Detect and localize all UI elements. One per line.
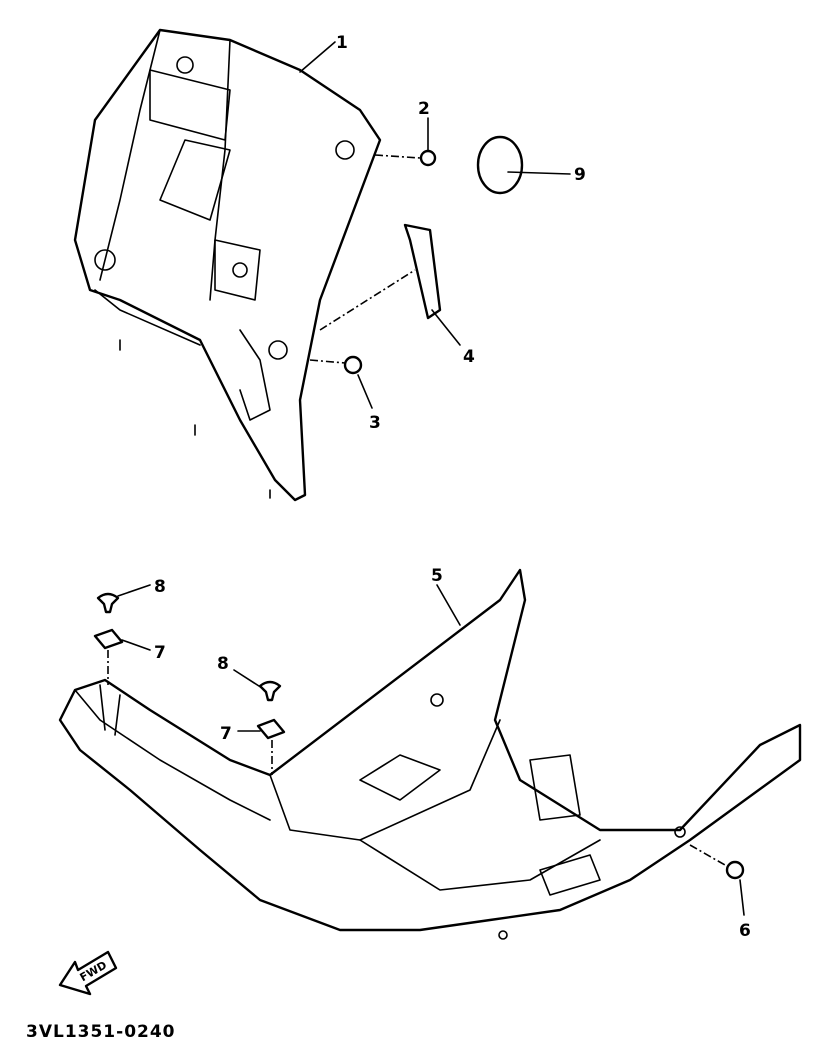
part-7-nut-a xyxy=(93,628,124,685)
part-2-screw xyxy=(374,149,437,167)
part-6-bolt xyxy=(689,844,745,880)
part-4-plate xyxy=(319,223,442,331)
callout-8: 8 xyxy=(217,654,229,674)
part-9-cap xyxy=(476,135,524,195)
part-3-screw xyxy=(309,355,363,375)
part-1-leg-shield xyxy=(73,28,382,502)
drawing-code: 3VL1351-0240 xyxy=(26,1022,176,1042)
part-8-clip-a xyxy=(96,592,120,614)
part-5-footrest-cover xyxy=(58,568,802,940)
callout-6: 6 xyxy=(739,921,751,941)
leader-lines xyxy=(117,41,745,916)
callout-2: 2 xyxy=(418,99,430,119)
part-7-nut-b xyxy=(256,718,286,775)
callout-5: 5 xyxy=(431,566,443,586)
callout-7: 7 xyxy=(220,724,232,744)
callout-3: 3 xyxy=(369,413,381,433)
part-8-clip-b xyxy=(258,680,282,702)
callout-4: 4 xyxy=(463,347,475,367)
forward-direction-arrow: FWD xyxy=(58,950,118,996)
callout-9: 9 xyxy=(574,165,586,185)
callout-8: 8 xyxy=(154,577,166,597)
callout-1: 1 xyxy=(336,33,348,53)
callout-7: 7 xyxy=(154,643,166,663)
